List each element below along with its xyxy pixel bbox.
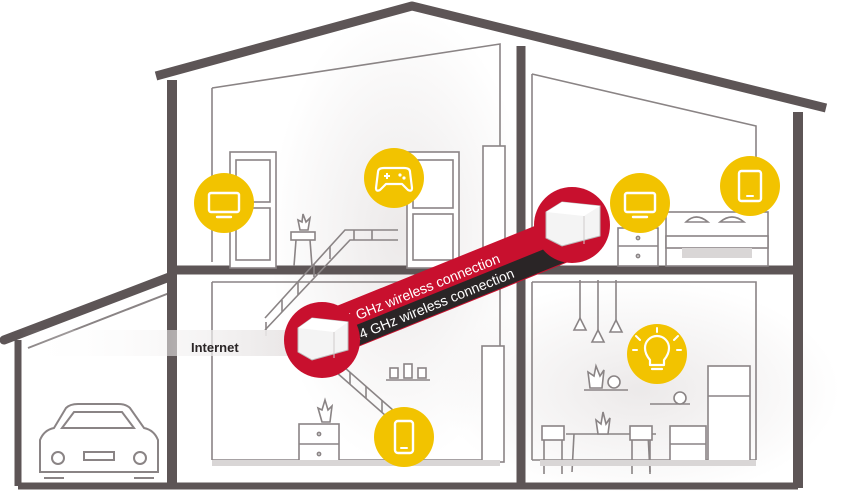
lower-left-room-furniture — [212, 345, 505, 466]
bedroom-furniture — [617, 211, 769, 267]
internet-label: Internet — [191, 340, 239, 355]
garage — [0, 271, 177, 490]
tablet-icon — [720, 156, 780, 216]
mesh-node-lower — [284, 302, 360, 378]
car-illustration — [39, 403, 159, 479]
kitchen-furniture — [540, 280, 756, 474]
tv-icon — [194, 173, 254, 233]
internet-line — [20, 330, 294, 356]
tv-icon — [610, 173, 670, 233]
mesh-node-upper — [534, 187, 610, 263]
smartphone-icon — [374, 407, 434, 467]
gamepad-icon — [364, 148, 424, 208]
lightbulb-icon — [627, 324, 687, 384]
